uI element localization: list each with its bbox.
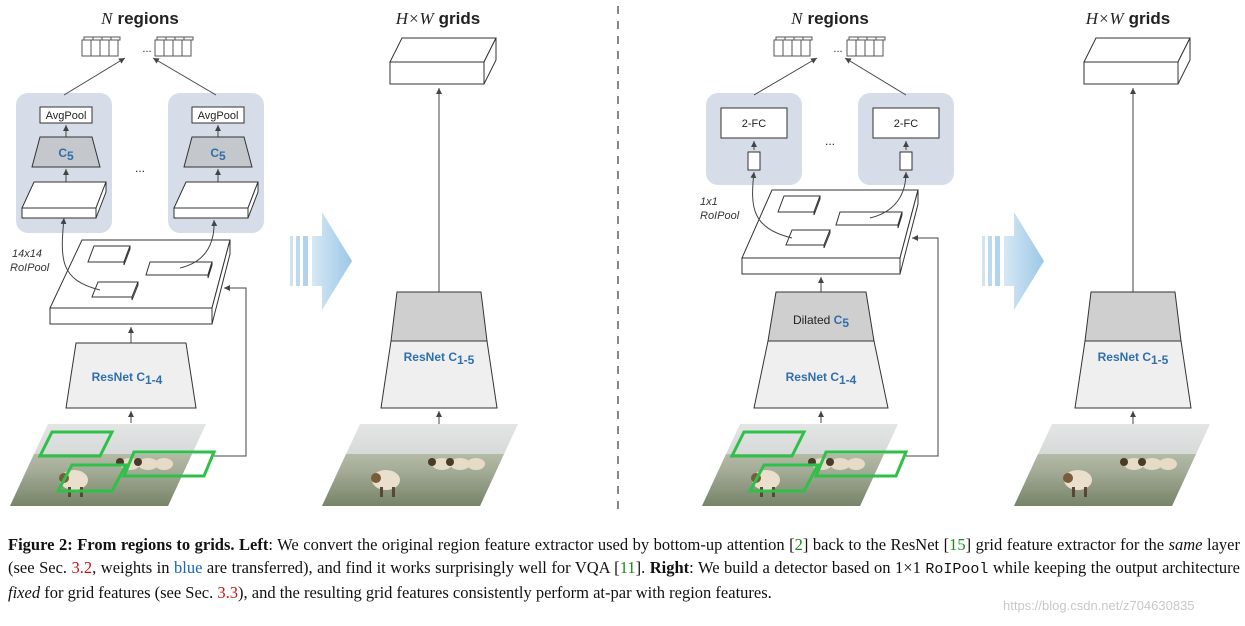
left-roipool-label: RoIPool bbox=[10, 262, 50, 274]
right-roi-vector-a bbox=[747, 151, 761, 171]
right-fc-label-b: 2-FC bbox=[894, 118, 919, 130]
caption-text: for grid features (see Sec. bbox=[40, 583, 218, 602]
caption-left-keyword: Left bbox=[239, 535, 269, 554]
left-region-boxes bbox=[37, 430, 217, 493]
left-grid-c5-trap bbox=[390, 291, 488, 342]
right-grid-resnet-label: ResNet C1-5 bbox=[1098, 350, 1169, 367]
right-vectors-ellipsis: ... bbox=[833, 43, 842, 55]
left-grid-input-image bbox=[322, 424, 518, 506]
right-roipool-label: RoIPool bbox=[700, 210, 740, 222]
caption-text: ] back to the ResNet [ bbox=[802, 535, 950, 554]
right-grid-c5-trap bbox=[1084, 291, 1182, 342]
caption-text: layer (see Sec. bbox=[8, 535, 1241, 577]
left-avgpool-label-b: AvgPool bbox=[198, 110, 239, 122]
right-region-vectors bbox=[773, 36, 886, 57]
right-dilated-c5-label: Dilated C5 bbox=[793, 313, 849, 330]
left-grid-resnet-label: ResNet C1-5 bbox=[404, 350, 475, 367]
left-transfer-arrow bbox=[290, 212, 352, 310]
left-roipool-size-label: 14x14 bbox=[12, 248, 42, 260]
caption-right-keyword: Right bbox=[649, 558, 690, 577]
right-grid-output-front bbox=[1083, 61, 1179, 85]
caption-text: : We convert the original region feature… bbox=[268, 535, 795, 554]
left-panels-ellipsis: ... bbox=[135, 161, 145, 175]
right-roi-vector-b bbox=[899, 151, 913, 171]
left-avgpool-box-b bbox=[191, 106, 245, 124]
caption-fig-number: Figure 2: bbox=[8, 535, 73, 554]
right-roipool-size-label: 1x1 bbox=[700, 196, 718, 208]
right-fc-box-a bbox=[720, 107, 788, 139]
caption-text: , weights in bbox=[92, 558, 174, 577]
right-grid-resnet-trap bbox=[1074, 340, 1192, 409]
left-roi-feature-a bbox=[21, 207, 97, 219]
right-fc-label-a: 2-FC bbox=[742, 118, 767, 130]
left-avgpool-label-a: AvgPool bbox=[46, 110, 87, 122]
right-region-boxes bbox=[729, 430, 909, 493]
caption-text: while keeping the output architecture bbox=[988, 558, 1240, 577]
caption-code: RoIPool bbox=[925, 561, 989, 578]
left-avgpool-box-a bbox=[39, 106, 93, 124]
right-fc-box-b bbox=[872, 107, 940, 139]
caption-title: From regions to grids. bbox=[77, 535, 235, 554]
right-panel-a bbox=[706, 93, 802, 185]
left-grid-output-top bbox=[389, 37, 497, 63]
left-c5-trap-b bbox=[183, 136, 253, 168]
caption-emphasis: fixed bbox=[8, 583, 41, 602]
section-link[interactable]: 3.3 bbox=[217, 583, 238, 602]
right-resnet-trap bbox=[753, 340, 889, 409]
right-resnet-label: ResNet C1-4 bbox=[786, 370, 857, 387]
right-panels-ellipsis: ... bbox=[825, 134, 835, 148]
caption-text: are transferred), and find it works surp… bbox=[202, 558, 620, 577]
left-grid-output-front bbox=[389, 61, 485, 85]
right-transfer-arrow bbox=[982, 212, 1044, 310]
left-grid-resnet-trap bbox=[380, 340, 498, 409]
figure-caption: Figure 2: From regions to grids. Left: W… bbox=[8, 533, 1240, 604]
right-panel-b bbox=[858, 93, 954, 185]
caption-text: ] grid feature extractor for the bbox=[965, 535, 1169, 554]
caption-text: ]. bbox=[635, 558, 650, 577]
left-region-vectors bbox=[81, 36, 194, 57]
left-c5-label-b: C5 bbox=[210, 146, 226, 163]
section-link[interactable]: 3.2 bbox=[71, 558, 93, 577]
left-c5-trap-a bbox=[31, 136, 101, 168]
caption-emphasis: same bbox=[1168, 535, 1203, 554]
left-resnet-label: ResNet C1-4 bbox=[92, 370, 163, 387]
right-grid-output-top bbox=[1083, 37, 1191, 63]
watermark: https://blog.csdn.net/z704630835 bbox=[1003, 598, 1195, 613]
left-roi-feature-b bbox=[173, 207, 249, 219]
citation-link[interactable]: 15 bbox=[949, 535, 966, 554]
citation-link[interactable]: 2 bbox=[794, 535, 803, 554]
left-c5-label-a: C5 bbox=[58, 146, 74, 163]
caption-text: : We build a detector based on 1×1 bbox=[689, 558, 926, 577]
caption-text: ), and the resulting grid features consi… bbox=[238, 583, 772, 602]
citation-link[interactable]: 11 bbox=[619, 558, 636, 577]
caption-blue-word: blue bbox=[174, 558, 203, 577]
right-grid-input-image bbox=[1014, 424, 1210, 506]
left-vectors-ellipsis: ... bbox=[142, 43, 151, 55]
left-resnet-trap bbox=[65, 342, 197, 409]
